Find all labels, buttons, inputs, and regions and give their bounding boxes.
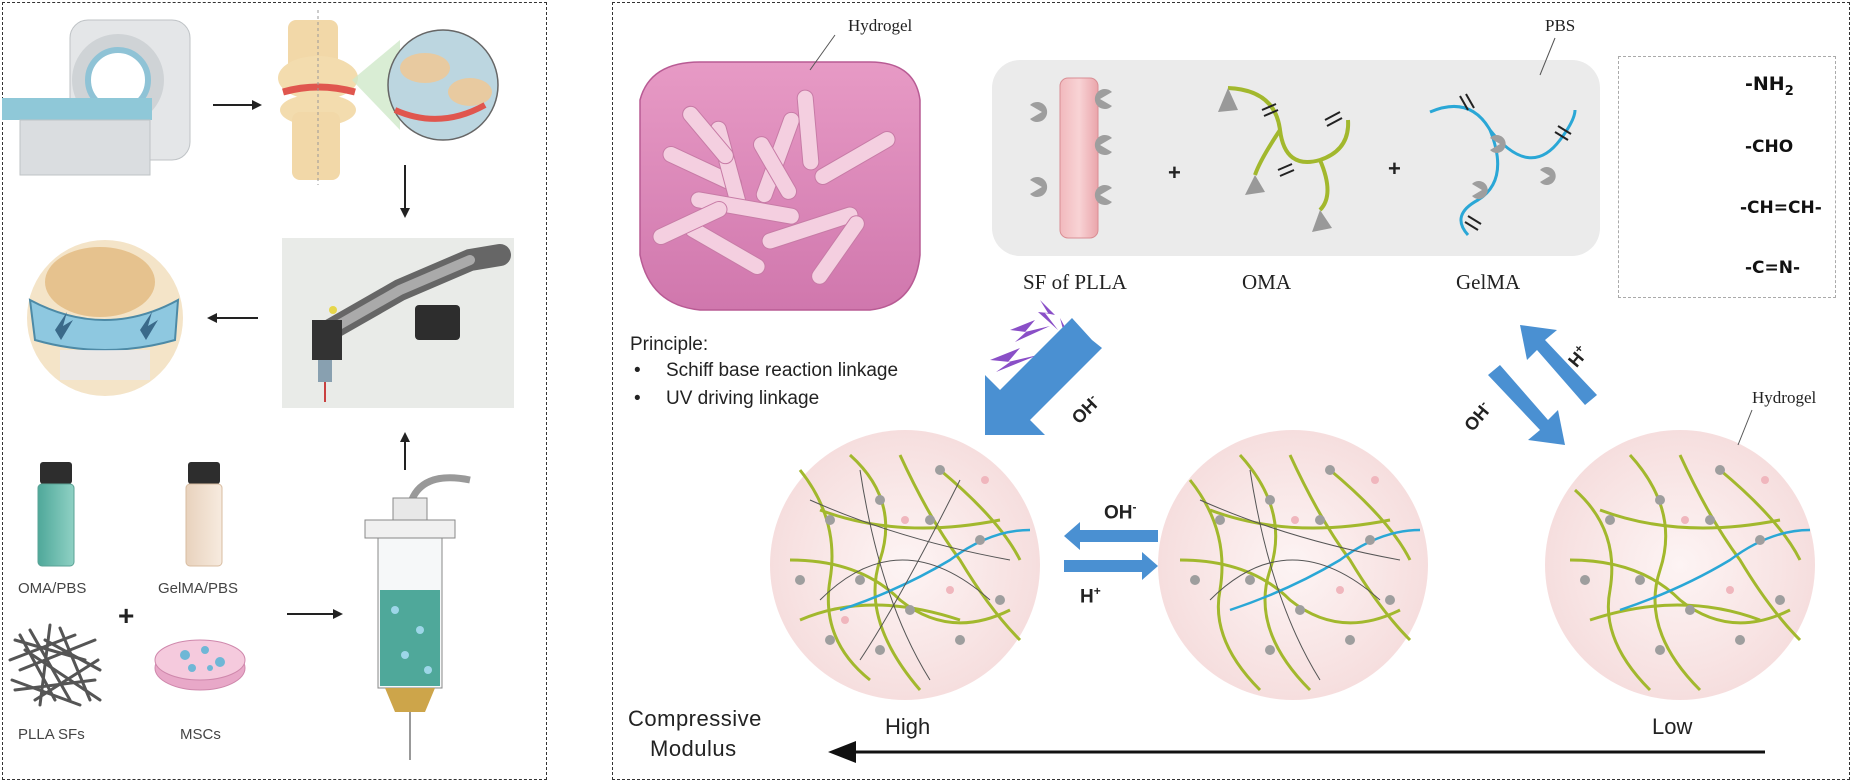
modulus-arrow-head-icon (828, 741, 856, 763)
principle-bullet-2: • (634, 388, 641, 409)
plus-sign-left: + (118, 600, 135, 631)
oh-arrow-left-icon (985, 318, 1102, 435)
hydrogel-right-label: Hydrogel (1752, 388, 1817, 407)
plus-sign-2: + (1388, 156, 1401, 181)
gelma-chain-icon (1429, 93, 1577, 237)
network-circle-2 (1158, 430, 1428, 700)
mscs-dish-icon (154, 639, 246, 691)
modulus-label-line2: Modulus (650, 736, 737, 761)
oma-vial-icon (37, 462, 75, 567)
principle-item-2: UV driving linkage (666, 388, 820, 409)
sf-plla-label: SF of PLLA (1023, 270, 1127, 294)
legend-chch: -CH=CH- (1740, 198, 1822, 218)
plla-fibers-icon (8, 623, 102, 707)
h-label-mid-text: H (1080, 586, 1094, 608)
legend-box (1618, 56, 1836, 298)
gelma-label: GelMA (1456, 270, 1521, 294)
gelma-pbs-label: GelMA/PBS (158, 580, 239, 597)
left-panel (2, 2, 547, 780)
gelma-vial-icon (185, 462, 223, 567)
right-panel (612, 2, 1850, 780)
legend-cn: -C=N- (1745, 258, 1801, 278)
principle-title: Principle: (630, 334, 709, 355)
modulus-label-line1: Compressive (628, 706, 762, 731)
pbs-label: PBS (1545, 16, 1576, 35)
hydrogel-top-label: Hydrogel (848, 16, 913, 35)
plus-sign-1: + (1168, 160, 1181, 185)
network-circle-1 (770, 430, 1040, 700)
h-label-mid: H+ (1080, 584, 1101, 608)
sf-plla-icon (1030, 77, 1112, 239)
oh-arrow-right-icon (1488, 365, 1565, 445)
mscs-label: MSCs (180, 726, 221, 743)
hydrogel-block-icon (639, 61, 921, 311)
oh-label-mid-sup: - (1132, 500, 1137, 514)
syringe-icon (364, 474, 471, 760)
modulus-high-label: High (885, 714, 931, 739)
principle-item-1: Schiff base reaction linkage (666, 360, 899, 381)
legend-nh2: -NH2 (1745, 73, 1794, 99)
modulus-low-label: Low (1652, 714, 1693, 739)
plla-sfs-label: PLLA SFs (18, 726, 85, 743)
legend-nh2-sub: 2 (1784, 83, 1794, 99)
network-circle-3 (1545, 430, 1815, 700)
legend-nh2-text: -NH (1745, 73, 1785, 95)
principle-bullet-1: • (634, 360, 641, 381)
h-arrow-right-icon (1520, 325, 1597, 405)
oma-label: OMA (1242, 270, 1292, 294)
oh-label-mid-text: OH (1104, 502, 1133, 524)
oma-chain-icon (1218, 86, 1351, 232)
oma-pbs-label: OMA/PBS (18, 580, 87, 597)
knee-icon (278, 10, 358, 185)
h-label-mid-sup: + (1093, 584, 1101, 598)
h-arrow-mid-icon (1064, 552, 1158, 580)
robot-arm-icon (312, 244, 511, 402)
oh-label-mid: OH- (1104, 500, 1137, 524)
legend-cho: -CHO (1745, 137, 1794, 157)
oh-arrow-mid-icon (1064, 522, 1158, 550)
mri-scanner-icon (2, 19, 191, 176)
